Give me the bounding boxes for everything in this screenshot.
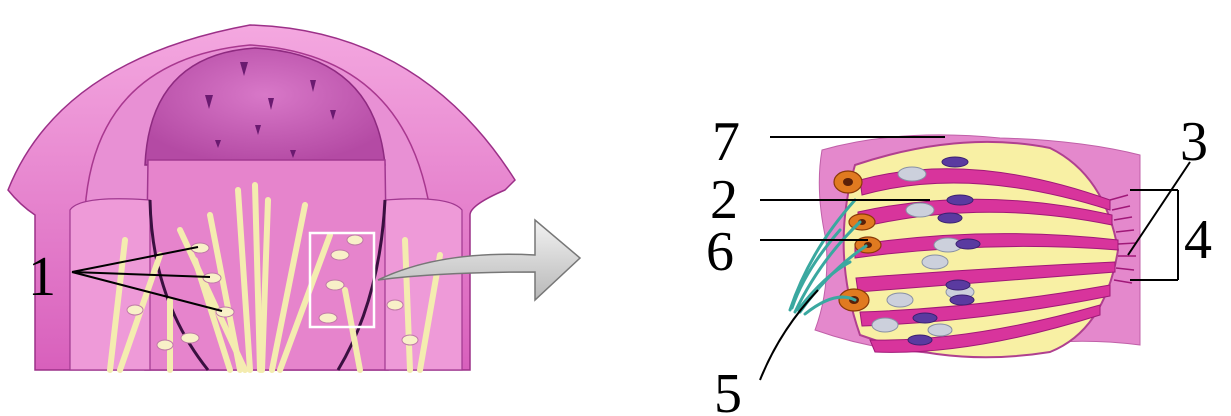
label-3: 3 xyxy=(1180,111,1208,173)
label-6: 6 xyxy=(706,221,734,283)
papilla-figure: 1 xyxy=(8,25,515,370)
taste-bud-figure xyxy=(790,135,1140,357)
label-1: 1 xyxy=(28,246,56,308)
label-7: 7 xyxy=(712,111,740,173)
label-4: 4 xyxy=(1184,209,1212,271)
label-5: 5 xyxy=(714,363,742,416)
